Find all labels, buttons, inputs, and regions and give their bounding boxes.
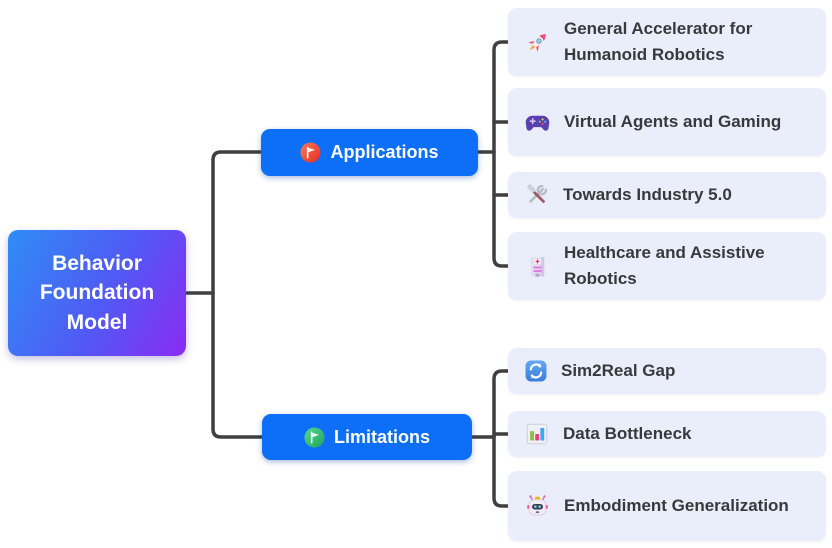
leaf-label: Sim2Real Gap xyxy=(561,361,676,380)
leaf-node-general-accelerator[interactable]: General Accelerator for Humanoid Robotic… xyxy=(508,8,826,76)
branch-label: Applications xyxy=(330,142,439,162)
leaf-node-virtual-agents-gaming[interactable]: Virtual Agents and Gaming xyxy=(508,88,826,156)
leaf-node-towards-industry-5-0[interactable]: Towards Industry 5.0 xyxy=(508,172,826,218)
root-node-behavior-foundation-model[interactable]: Behavior Foundation Model xyxy=(8,230,186,356)
branch-node-limitations[interactable]: Limitations xyxy=(262,414,472,460)
hammer-wrench-icon xyxy=(524,182,550,208)
green-flag-icon xyxy=(304,426,325,448)
hospital-icon xyxy=(524,253,551,280)
leaf-label: Embodiment Generalization xyxy=(564,496,789,515)
bar-chart-icon xyxy=(524,421,550,447)
leaf-label: Virtual Agents and Gaming xyxy=(564,112,782,131)
leaf-label: Data Bottleneck xyxy=(563,424,692,443)
rocket-icon xyxy=(524,29,551,56)
leaf-label: General Accelerator for Humanoid Robotic… xyxy=(564,19,753,64)
branch-node-applications[interactable]: Applications xyxy=(261,129,478,176)
root-node-label: Behavior Foundation Model xyxy=(39,251,155,334)
leaf-node-sim2real-gap[interactable]: Sim2Real Gap xyxy=(508,348,826,394)
robot-icon xyxy=(524,493,551,520)
leaf-label: Towards Industry 5.0 xyxy=(563,185,732,204)
branch-label: Limitations xyxy=(333,426,430,447)
sync-icon xyxy=(524,359,548,383)
red-flag-icon xyxy=(300,142,322,163)
gamepad-icon xyxy=(524,109,551,136)
leaf-node-healthcare-assistive-robotics[interactable]: Healthcare and Assistive Robotics xyxy=(508,232,826,300)
leaf-label: Healthcare and Assistive Robotics xyxy=(564,243,765,288)
leaf-node-embodiment-generalization[interactable]: Embodiment Generalization xyxy=(508,471,826,541)
leaf-node-data-bottleneck[interactable]: Data Bottleneck xyxy=(508,411,826,457)
